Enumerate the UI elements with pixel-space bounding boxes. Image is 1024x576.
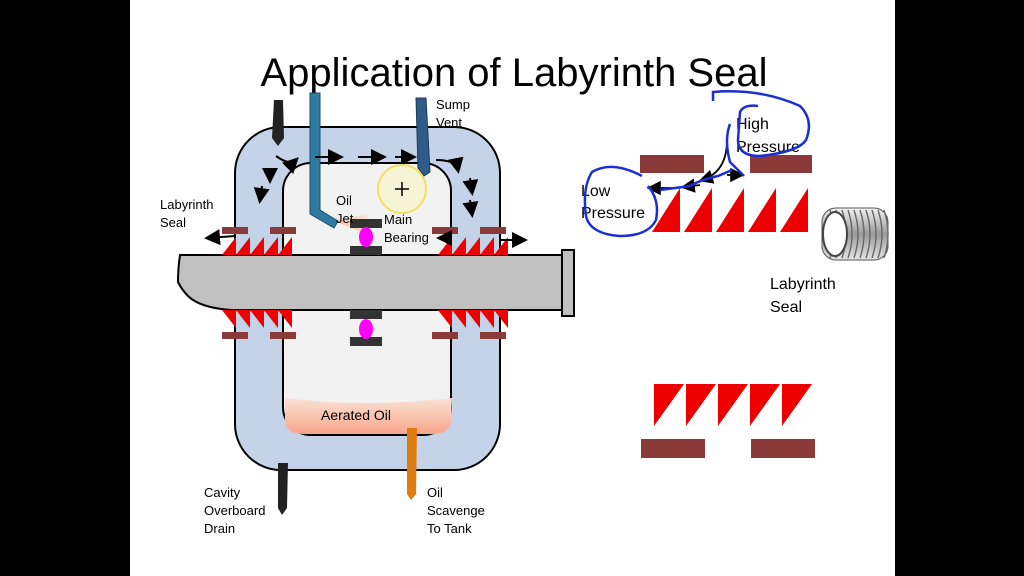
bearing-race-top: [350, 219, 382, 228]
labyrinth-seal-coil-icon: [821, 207, 889, 261]
low-pressure-annotation-circle: [583, 165, 659, 238]
main-bearing-label: Main Bearing: [384, 212, 429, 245]
oil-scavenge-label: Oil Scavenge To Tank: [427, 485, 488, 536]
seal-land: [432, 332, 458, 339]
seal-tooth: [480, 237, 494, 255]
bearing-race-top-inner: [350, 246, 382, 255]
flow-arrow: [462, 177, 479, 196]
shaft-end-collar: [561, 249, 575, 317]
seal-tooth: [718, 384, 748, 426]
flow-arrow: [275, 155, 299, 175]
seal-tooth: [264, 237, 278, 255]
lower-land-left: [641, 439, 705, 458]
aerated-oil-pool: [285, 398, 452, 434]
coil-bore: [822, 211, 848, 257]
seal-tooth: [466, 310, 480, 328]
air-flow-arrows: [204, 149, 528, 248]
coil-ring: [847, 209, 853, 259]
high-pressure-annotation-circle: [711, 90, 811, 158]
seal-tooth: [480, 310, 494, 328]
flow-arrow: [435, 156, 464, 174]
aerated-oil-label: Aerated Oil: [321, 407, 391, 423]
coil-ring: [883, 209, 889, 259]
seal-tooth: [236, 310, 250, 328]
seal-land: [270, 227, 296, 234]
seal-tooth: [494, 237, 508, 255]
bearing-race-bottom: [350, 337, 382, 346]
cursor-crosshair-icon: [395, 182, 409, 196]
seal-land: [222, 332, 248, 339]
labyrinth-seal-label-left: Labyrinth Seal: [160, 197, 217, 230]
cavity-drain-label: Cavity Overboard Drain: [204, 485, 269, 536]
seal-tooth: [466, 237, 480, 255]
seal-land: [222, 227, 248, 234]
flow-annotation-stroke: [659, 123, 745, 192]
lower-land-right: [751, 439, 815, 458]
sump-vent-label: Sump Vent: [436, 97, 474, 130]
seal-tooth: [222, 237, 236, 255]
seal-teeth-bottom: [654, 384, 812, 426]
flow-arrow: [462, 199, 479, 218]
bearing-ball-bottom: [359, 319, 373, 339]
seal-tooth: [780, 188, 808, 232]
seal-tooth: [452, 237, 466, 255]
seal-example-bottom: [641, 384, 815, 458]
seal-tooth: [686, 384, 716, 426]
upper-land-left: [640, 155, 704, 173]
slide-title: Application of Labyrinth Seal: [261, 51, 768, 95]
seal-tooth: [750, 384, 780, 426]
cavity-drain-pipe: [278, 463, 288, 515]
seal-tooth: [782, 384, 812, 426]
coil-ring: [853, 209, 859, 259]
seal-tooth: [684, 188, 712, 232]
seal-land: [270, 332, 296, 339]
oil-jet-label: Oil Jet: [336, 193, 356, 226]
seal-tooth: [222, 310, 236, 328]
top-drain-pipe: [272, 100, 284, 146]
low-pressure-label: Low Pressure: [581, 183, 645, 222]
seal-teeth-top: [652, 188, 808, 232]
seal-tooth: [452, 310, 466, 328]
seal-tooth: [278, 237, 292, 255]
upper-land-right: [750, 155, 812, 173]
seal-tooth: [278, 310, 292, 328]
seal-tooth: [748, 188, 776, 232]
shaft: [176, 254, 563, 311]
left-labyrinth-seals: [222, 227, 508, 339]
seal-tooth: [652, 188, 680, 232]
oil-jet-pipe: [309, 92, 339, 229]
flow-arrow: [253, 185, 270, 204]
seal-tooth: [236, 237, 250, 255]
seal-tooth: [654, 384, 684, 426]
seal-tooth: [716, 188, 744, 232]
seal-land: [480, 332, 506, 339]
oil-scavenge-pipe: [407, 428, 417, 500]
seal-tooth: [250, 237, 264, 255]
bearing-ball-top: [359, 227, 373, 247]
flow-arrow: [204, 229, 236, 246]
seal-tooth: [264, 310, 278, 328]
seal-pressure-diagram: High Pressure Low Pressure Labyrinth Sea…: [581, 90, 889, 316]
seal-tooth: [438, 310, 452, 328]
sump-vent-pipe: [415, 97, 431, 177]
bearing-sump-diagram: Aerated Oil Sump Vent Oil Jet: [160, 92, 575, 536]
coil-ring: [859, 209, 865, 259]
seal-land: [480, 227, 506, 234]
seal-tooth: [250, 310, 264, 328]
seal-land: [432, 227, 458, 234]
seal-tooth: [494, 310, 508, 328]
coil-ring: [871, 209, 877, 259]
coil-ring: [877, 209, 883, 259]
coil-ring: [865, 209, 871, 259]
bearing-race-bottom-inner: [350, 310, 382, 319]
labyrinth-seal-label-right: Labyrinth Seal: [770, 276, 840, 316]
